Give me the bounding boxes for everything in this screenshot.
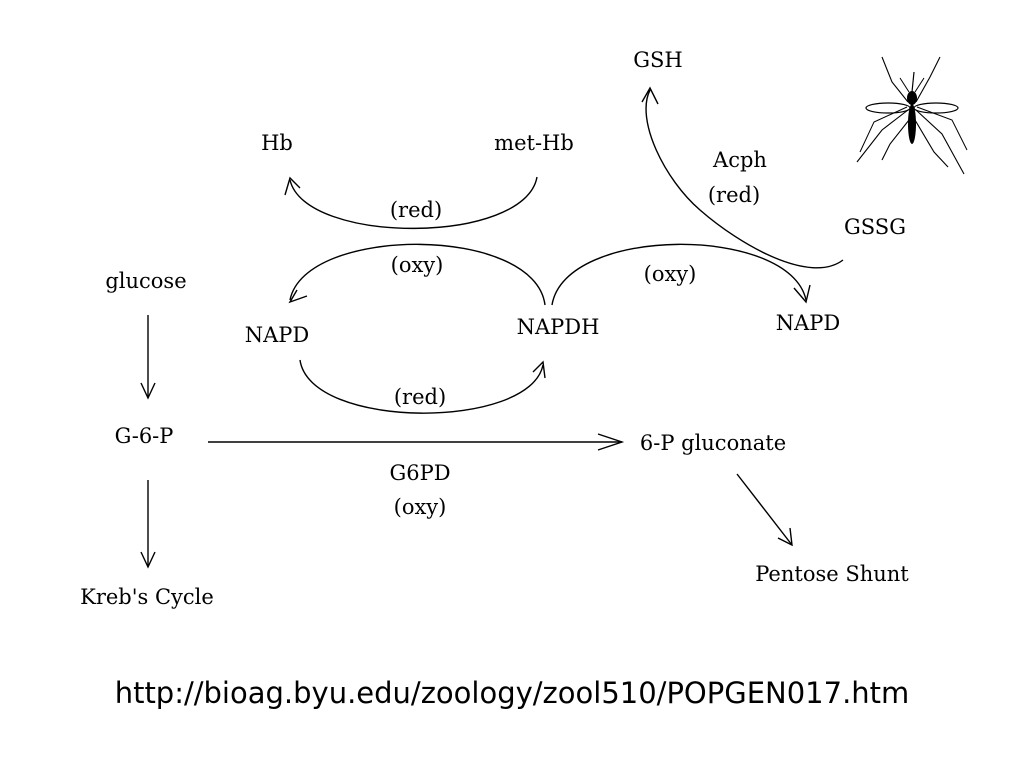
arc-napd-left-to-napdh — [299, 359, 546, 414]
node-napd-left: NAPD — [245, 323, 310, 347]
edge-label-hb-red: (red) — [390, 198, 442, 222]
arrow-g6p-to-krebs — [140, 480, 156, 569]
edge-label-g6pd: G6PD — [389, 461, 450, 485]
node-met-hb: met-Hb — [494, 131, 574, 155]
node-pentose-shunt: Pentose Shunt — [755, 562, 909, 586]
arrow-glucose-to-g6p — [140, 315, 156, 400]
mosquito-icon — [856, 56, 968, 175]
node-6p-gluconate: 6-P gluconate — [640, 431, 786, 455]
source-url: http://bioag.byu.edu/zoology/zool510/POP… — [114, 676, 910, 710]
edge-label-napd-oxy: (oxy) — [391, 253, 444, 277]
node-hb: Hb — [261, 131, 293, 155]
node-gssg: GSSG — [844, 215, 906, 239]
arc-napdh-to-napd-right — [551, 243, 811, 306]
edge-label-acph: Acph — [712, 148, 767, 172]
node-g6p: G-6-P — [115, 424, 174, 448]
edge-label-napd-red: (red) — [394, 385, 446, 409]
node-napd-right: NAPD — [776, 311, 841, 335]
edge-label-gssg-oxy: (oxy) — [644, 262, 697, 286]
arc-napdh-to-napd-left — [288, 243, 546, 306]
arrow-g6p-to-6p-gluconate — [208, 433, 625, 451]
edge-label-g6pd-oxy: (oxy) — [394, 495, 447, 519]
node-gsh: GSH — [633, 48, 682, 72]
arc-methb-to-hb — [284, 176, 538, 229]
node-napdh: NAPDH — [517, 315, 600, 339]
node-glucose: glucose — [105, 269, 186, 293]
arc-gssg-to-gsh — [641, 86, 844, 269]
arrow-6p-gluconate-to-pentose-shunt — [736, 473, 793, 547]
edge-label-acph-red: (red) — [708, 183, 760, 207]
node-krebs-cycle: Kreb's Cycle — [80, 585, 214, 609]
